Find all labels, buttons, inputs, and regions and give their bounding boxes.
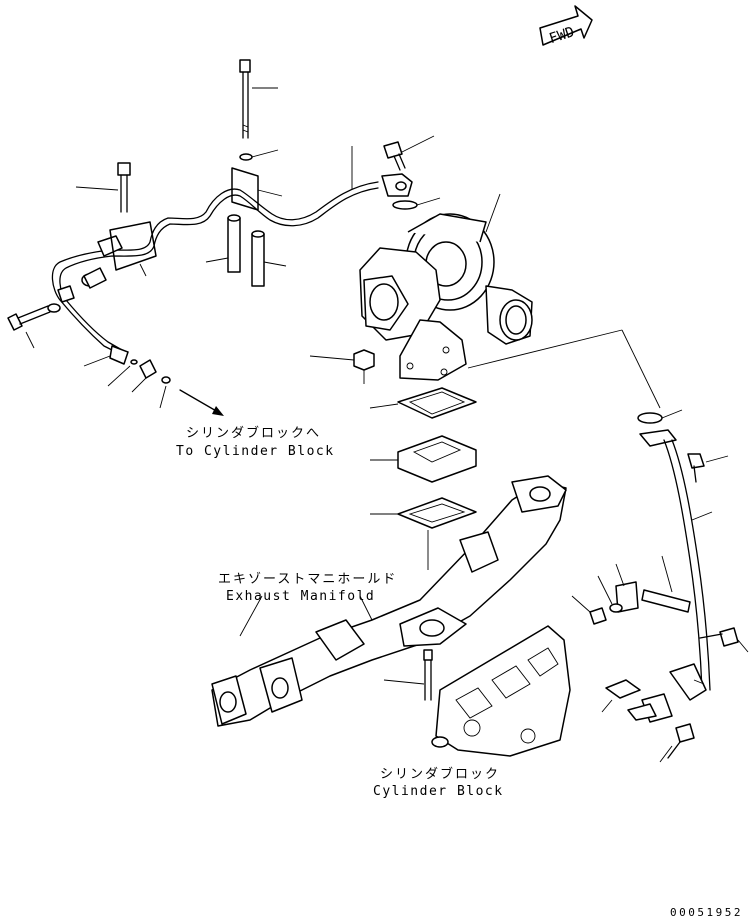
cylinder-block-label-jp: シリンダブロック — [380, 766, 500, 782]
oil-return-pipe — [571, 409, 749, 763]
cylinder-block-label-en: Cylinder Block — [373, 784, 504, 799]
exhaust-manifold-label-en: Exhaust Manifold — [226, 589, 375, 604]
cylinder-block — [431, 625, 571, 757]
drawing-code: 00051952 — [670, 906, 743, 919]
exhaust-manifold — [211, 475, 567, 727]
oil-pipe-assembly — [7, 59, 413, 416]
stud-bolt — [383, 649, 433, 701]
to-cylinder-block-label-en: To Cylinder Block — [176, 444, 335, 459]
exhaust-manifold-label-jp: エキゾーストマニホールド — [218, 572, 397, 587]
turbocharger — [309, 135, 661, 409]
to-cylinder-block-label-jp: シリンダブロックへ — [186, 425, 321, 441]
fwd-label: FWD — [547, 24, 576, 47]
fwd-arrow-icon: FWD — [539, 5, 593, 47]
gaskets — [369, 387, 477, 570]
